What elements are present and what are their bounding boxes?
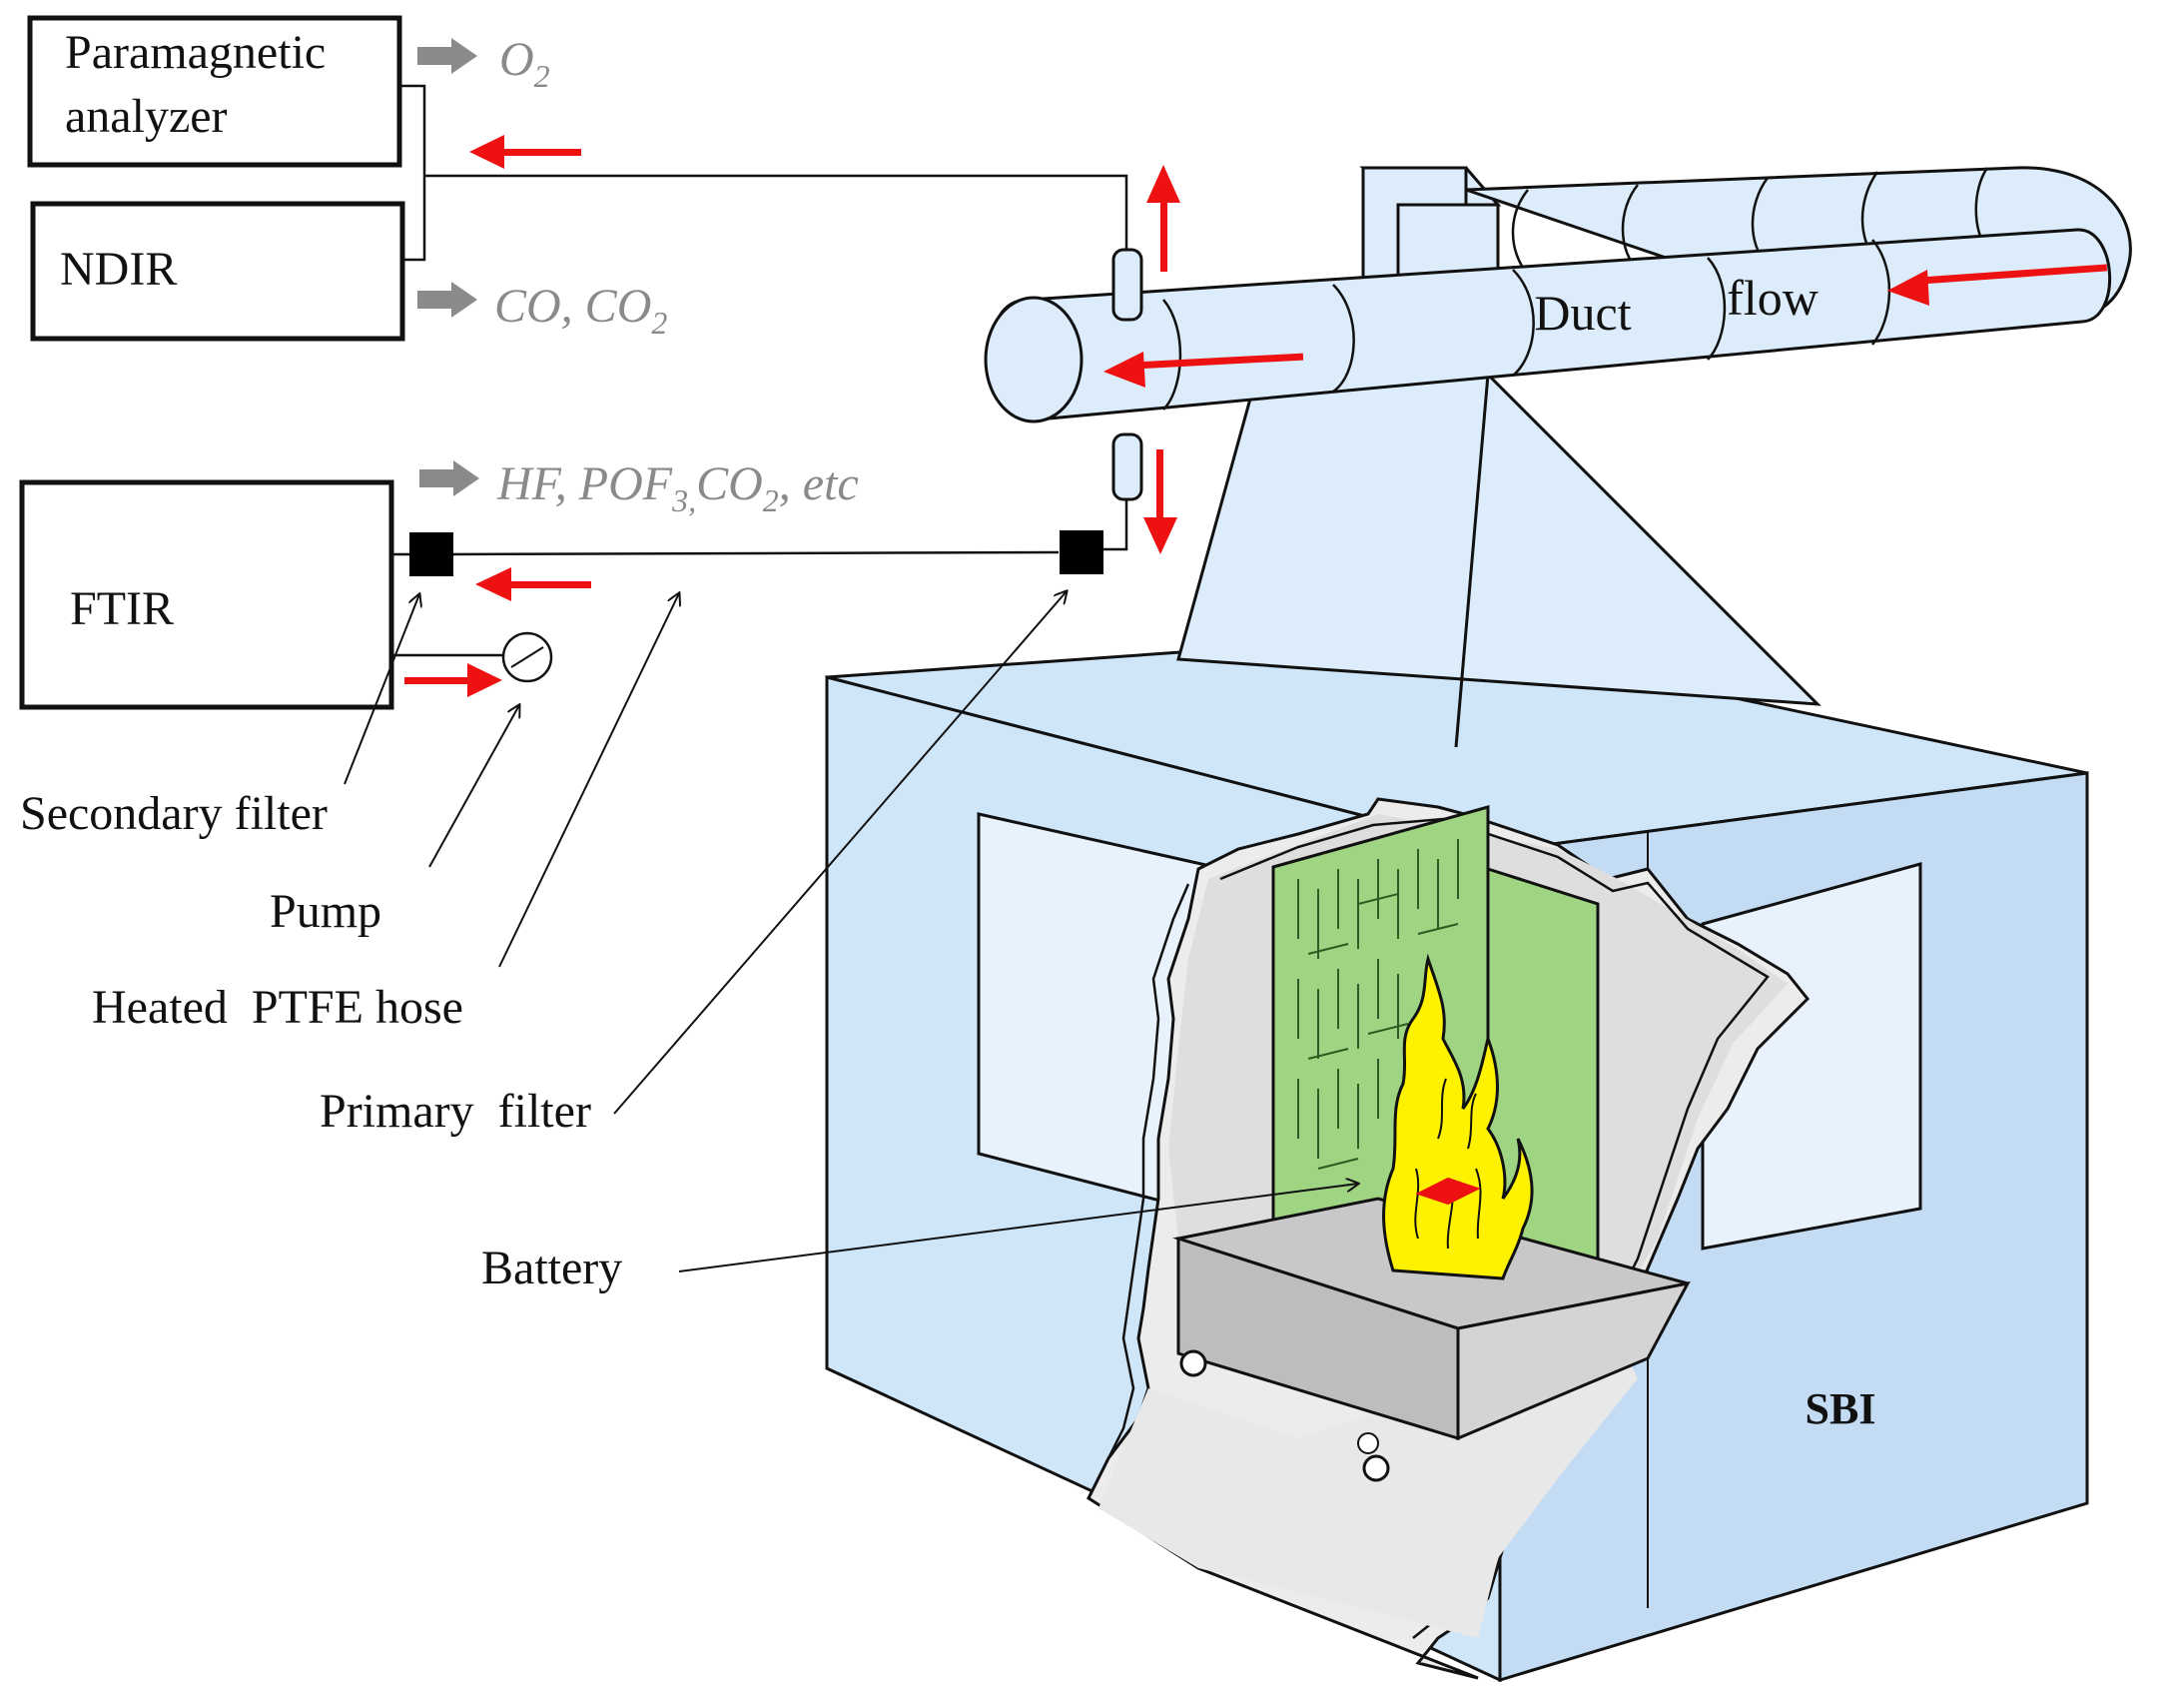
paramagnetic-line1: Paramagnetic (65, 26, 326, 79)
hood-and-duct: Duct flow (984, 166, 2132, 748)
tray-wheel (1362, 1454, 1390, 1482)
duct-end (984, 296, 1084, 423)
flow-arrow-duct-icon (1887, 264, 2108, 306)
gas-arrow-icon (417, 38, 477, 74)
sampling-probe-upper (1111, 248, 1143, 322)
flow-arrow-up-icon (1146, 165, 1180, 272)
gas-co-co2: CO, CO2 (494, 280, 667, 341)
flow-arrows (404, 135, 2108, 697)
sbi-label: SBI (1806, 1384, 1876, 1433)
sampling-probe-lower (1111, 432, 1143, 501)
gas-arrow-icon (419, 460, 479, 496)
ndir-analyzer: NDIR (30, 201, 405, 342)
primary-filter (1060, 530, 1103, 574)
label-battery: Battery (481, 1242, 622, 1294)
ftir-label: FTIR (70, 582, 174, 635)
callouts (344, 591, 1358, 1272)
ftir-box (19, 479, 394, 710)
flow-arrow-duct-icon (1103, 352, 1304, 388)
paramagnetic-line2: analyzer (65, 90, 228, 143)
flame (1382, 953, 1534, 1280)
label-primary-filter: Primary filter (320, 1085, 591, 1138)
panel-hatching (1297, 839, 1459, 1170)
exhaust-hood (1176, 368, 1821, 706)
paramagnetic-analyzer: Paramagnetic analyzer (27, 15, 402, 168)
flow-arrow-left-icon (469, 135, 581, 169)
ftir-analyzer: FTIR (19, 479, 394, 710)
tray-wheel (1179, 1349, 1207, 1377)
gas-ftir-species: HF, POF3,CO2, etc (496, 457, 859, 518)
sbi-chamber: SBI (825, 632, 2089, 1683)
battery (1415, 1177, 1481, 1206)
flow-arrow-right-icon (404, 663, 502, 697)
ndir-box (30, 201, 405, 342)
gas-outputs: O2 CO, CO2 HF, POF3,CO2, etc (417, 33, 859, 518)
flow-arrow-down-icon (1143, 449, 1177, 554)
gas-o2: O2 (499, 33, 550, 94)
label-pump: Pump (270, 885, 381, 938)
burner-tray-side (1456, 1280, 1691, 1441)
secondary-filter (409, 532, 453, 576)
flow-arrow-left-icon (475, 567, 591, 601)
label-heated-hose: Heated PTFE hose (92, 981, 463, 1034)
gas-arrow-icon (417, 282, 477, 318)
duct-label: Duct (1534, 285, 1631, 341)
paramagnetic-analyzer-box (27, 15, 402, 168)
flow-label: flow (1727, 270, 1819, 326)
ndir-label: NDIR (60, 243, 177, 296)
tray-wheel (1357, 1432, 1379, 1454)
label-secondary-filter: Secondary filter (20, 787, 328, 840)
